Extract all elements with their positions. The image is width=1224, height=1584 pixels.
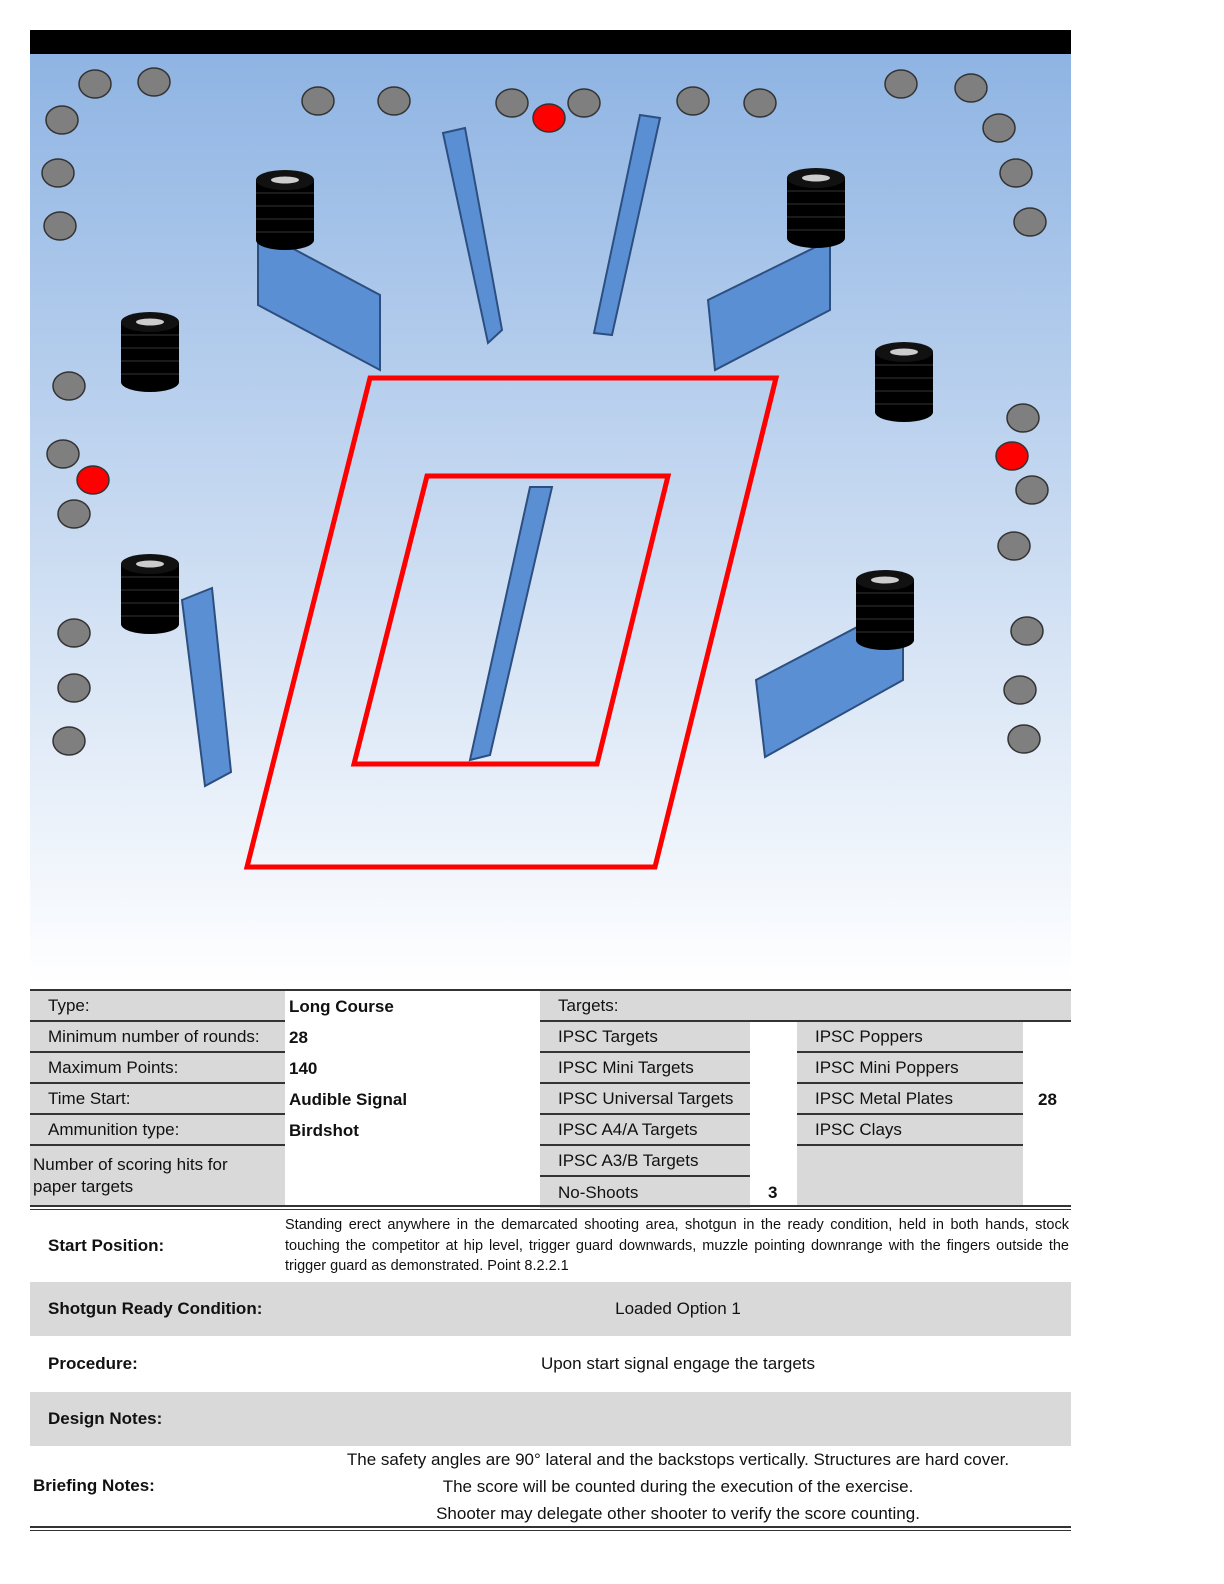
shooting-area-inner: [350, 473, 672, 767]
steel-plate-target: [57, 618, 91, 648]
no-shoot-plate: [995, 441, 1029, 471]
target-type-label: IPSC A4/A Targets: [540, 1115, 750, 1146]
briefing-label: Briefing Notes:: [33, 1476, 155, 1495]
steel-plate-target: [57, 673, 91, 703]
scoring-hits-label: Number of scoring hits for paper targets: [30, 1146, 285, 1206]
stage-diagram: [30, 54, 1071, 985]
start-position-text: Standing erect anywhere in the demarcate…: [285, 1217, 1069, 1275]
targets-header: Targets:: [540, 991, 1071, 1022]
max-points-value: 140: [289, 1058, 318, 1078]
steel-plate-target: [301, 86, 335, 116]
steel-plate-target: [1015, 475, 1049, 505]
start-position-row: Start Position: Standing erect anywhere …: [30, 1211, 1071, 1281]
steel-type-label: IPSC Clays: [797, 1115, 1023, 1146]
steel-plate-target: [1006, 403, 1040, 433]
type-label: Type:: [30, 991, 285, 1022]
wall-barrier: [592, 113, 662, 337]
barrel-stack: [256, 170, 314, 250]
steel-plate-target: [137, 67, 171, 97]
steel-plate-target: [884, 69, 918, 99]
ready-value: Loaded Option 1: [615, 1299, 741, 1318]
min-rounds-value: 28: [289, 1027, 308, 1047]
wall-barrier: [257, 228, 381, 372]
ready-row: Shotgun Ready Condition: Loaded Option 1: [30, 1282, 1071, 1336]
shooting-area-outer: [243, 375, 780, 870]
target-type-count: [750, 1022, 797, 1053]
steel-plate-target: [1013, 207, 1047, 237]
steel-plate-target: [1003, 675, 1037, 705]
steel-plate-target: [52, 371, 86, 401]
ready-label: Shotgun Ready Condition:: [48, 1299, 263, 1318]
steel-type-label: IPSC Metal Plates: [797, 1084, 1023, 1115]
ammo-label: Ammunition type:: [30, 1115, 285, 1146]
bottom-double-rule: [30, 1526, 1071, 1531]
no-shoot-plate: [532, 103, 566, 133]
procedure-value: Upon start signal engage the targets: [540, 1354, 816, 1373]
target-type-count: [750, 1053, 797, 1084]
wall-barrier: [180, 586, 233, 788]
type-value: Long Course: [289, 996, 394, 1016]
steel-plate-target: [1007, 724, 1041, 754]
wall-barrier: [706, 238, 831, 372]
target-type-count: 3: [768, 1182, 778, 1202]
steel-plate-target: [567, 88, 601, 118]
procedure-row: Procedure: Upon start signal engage the …: [30, 1337, 1071, 1391]
steel-plate-target: [41, 158, 75, 188]
steel-plate-target: [43, 211, 77, 241]
barrel-stack: [856, 570, 914, 650]
wall-barrier: [441, 126, 504, 345]
target-type-label: No-Shoots: [540, 1177, 750, 1208]
target-type-count: [750, 1146, 797, 1177]
steel-plate-target: [982, 113, 1016, 143]
target-type-count: [750, 1115, 797, 1146]
steel-type-label: IPSC Mini Poppers: [797, 1053, 1023, 1084]
briefing-row: Briefing Notes: The safety angles are 90…: [30, 1447, 1071, 1525]
briefing-line: The score will be counted during the exe…: [442, 1476, 914, 1496]
target-type-label: IPSC A3/B Targets: [540, 1146, 750, 1177]
empty-cell: [797, 1146, 1023, 1206]
steel-plate-target: [78, 69, 112, 99]
target-type-label: IPSC Universal Targets: [540, 1084, 750, 1115]
min-rounds-label: Minimum number of rounds:: [30, 1022, 285, 1053]
max-points-label: Maximum Points:: [30, 1053, 285, 1084]
steel-plate-target: [495, 88, 529, 118]
steel-plate-target: [997, 531, 1031, 561]
steel-plate-target: [743, 88, 777, 118]
wall-barrier: [468, 486, 554, 762]
steel-count: 28: [1038, 1089, 1057, 1109]
design-label: Design Notes:: [48, 1409, 163, 1428]
briefing-text: The safety angles are 90° lateral and th…: [285, 1446, 1071, 1527]
no-shoot-plate: [76, 465, 110, 495]
header-bar: [30, 30, 1071, 54]
briefing-line: Shooter may delegate other shooter to ve…: [436, 1503, 920, 1523]
steel-plate-target: [1010, 616, 1044, 646]
barrel-stack: [787, 168, 845, 248]
target-type-label: IPSC Mini Targets: [540, 1053, 750, 1084]
table-top-rule: [30, 989, 1071, 991]
steel-plate-target: [377, 86, 411, 116]
briefing-line: The safety angles are 90° lateral and th…: [346, 1449, 1010, 1469]
steel-plate-target: [954, 73, 988, 103]
time-start-label: Time Start:: [30, 1084, 285, 1115]
target-type-count: [750, 1084, 797, 1115]
design-row: Design Notes:: [30, 1392, 1071, 1446]
steel-plate-target: [57, 499, 91, 529]
barrel-stack: [875, 342, 933, 422]
barrel-stack: [121, 554, 179, 634]
barrel-stack: [121, 312, 179, 392]
target-type-label: IPSC Targets: [540, 1022, 750, 1053]
steel-plate-target: [676, 86, 710, 116]
steel-plate-target: [52, 726, 86, 756]
steel-plate-target: [46, 439, 80, 469]
steel-plate-target: [45, 105, 79, 135]
ammo-value: Birdshot: [289, 1120, 359, 1140]
diagram-background: [30, 54, 1071, 985]
time-start-value: Audible Signal: [289, 1089, 408, 1109]
table-double-rule: [30, 1205, 1071, 1210]
steel-plate-target: [999, 158, 1033, 188]
procedure-label: Procedure:: [48, 1354, 138, 1373]
steel-type-label: IPSC Poppers: [797, 1022, 1023, 1053]
start-position-label: Start Position:: [48, 1236, 165, 1255]
